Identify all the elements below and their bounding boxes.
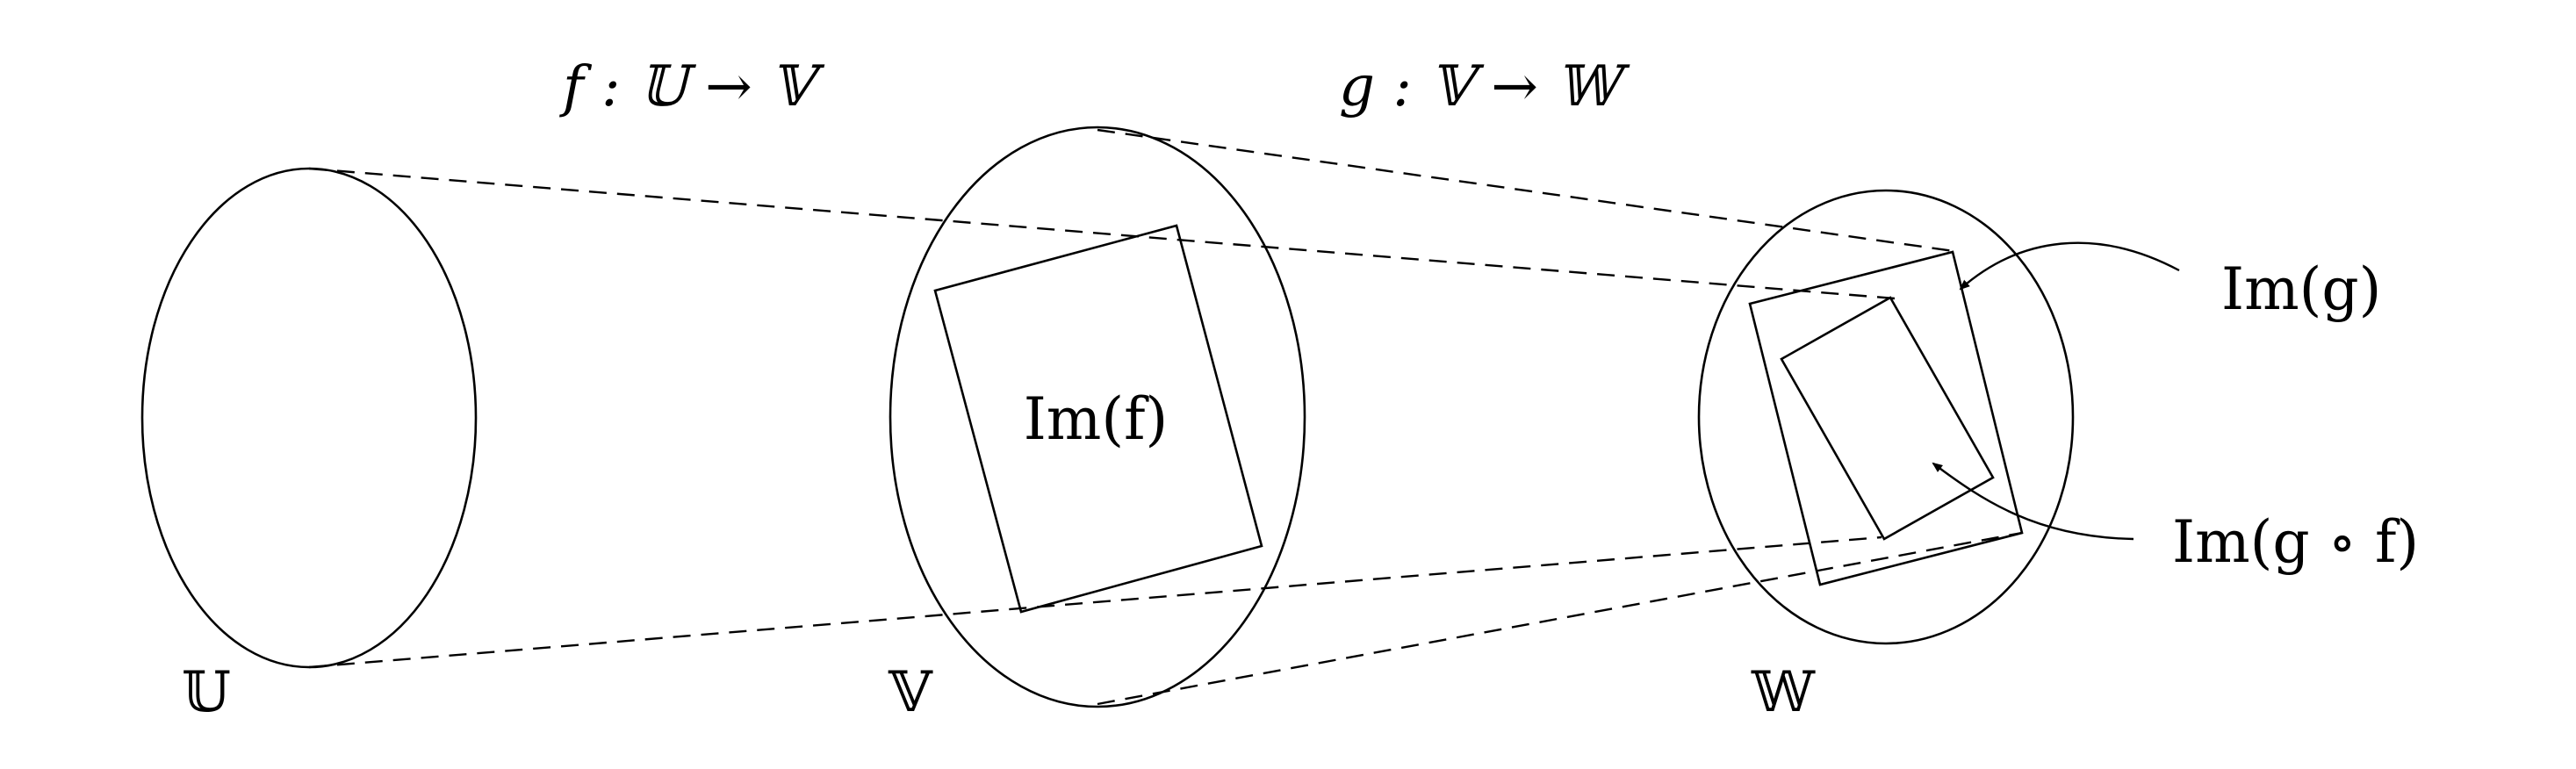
set-v-label: 𝕍 — [888, 660, 933, 725]
image-f-rectangle — [933, 224, 1263, 614]
set-u-label: 𝕌 — [182, 660, 231, 725]
image-g-rectangle — [1748, 250, 2024, 586]
map-g-label: g : 𝕍 → 𝕎 — [1339, 54, 1630, 119]
projection-line-u-top — [308, 167, 1896, 300]
arrow-im-g — [1959, 241, 2180, 291]
image-gf-rectangle — [1780, 296, 1995, 541]
image-gf-label: Im(g ∘ f) — [2172, 508, 2419, 576]
image-f-label: Im(f) — [1024, 385, 1169, 453]
projection-line-v-top — [1097, 128, 1961, 254]
map-f-label: f : 𝕌 → 𝕍 — [559, 54, 825, 119]
set-v-ellipse — [889, 126, 1306, 708]
arrow-im-gf — [1932, 462, 2134, 541]
set-u-ellipse — [140, 167, 478, 669]
set-w-label: 𝕎 — [1751, 660, 1816, 725]
projection-line-u-bottom — [308, 535, 1882, 669]
image-g-label: Im(g) — [2221, 255, 2381, 323]
projection-line-v-bottom — [1097, 531, 2023, 706]
set-w-ellipse — [1697, 189, 2075, 645]
